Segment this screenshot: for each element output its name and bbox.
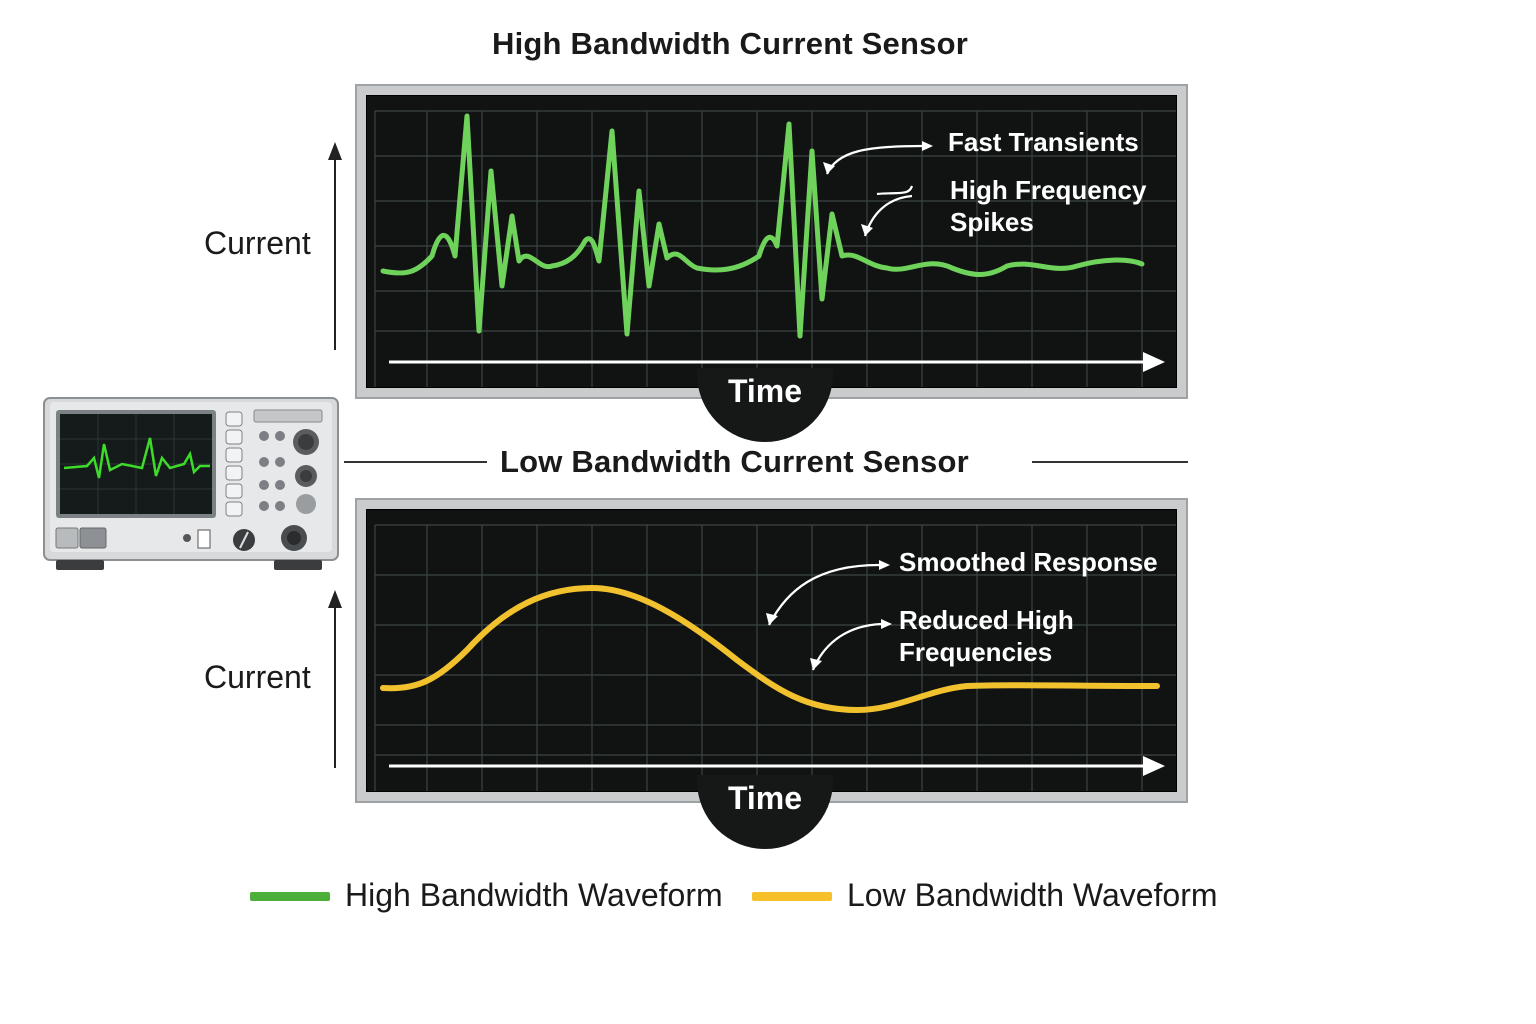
bottom-x-axis-label: Time bbox=[697, 775, 833, 849]
annotation-frequencies: Frequencies bbox=[899, 637, 1053, 667]
legend-swatch-low-bandwidth bbox=[752, 892, 832, 901]
bottom-y-axis-arrow bbox=[328, 590, 342, 768]
oscilloscope-icon bbox=[42, 396, 342, 574]
bottom-panel-title: Low Bandwidth Current Sensor bbox=[500, 444, 969, 479]
legend-label-low-bandwidth: Low Bandwidth Waveform bbox=[847, 877, 1218, 913]
low-bandwidth-waveform bbox=[380, 584, 1160, 714]
bottom-scope-panel bbox=[355, 498, 1188, 803]
bottom-waveform-plot bbox=[374, 524, 1176, 791]
top-x-axis-label: Time bbox=[697, 368, 833, 442]
top-y-axis-label: Current bbox=[204, 225, 311, 261]
annotation-high-frequency: High Frequency bbox=[950, 175, 1147, 205]
high-bandwidth-waveform bbox=[380, 113, 1145, 339]
annotation-smoothed-response: Smoothed Response bbox=[899, 547, 1158, 577]
annotation-fast-transients: Fast Transients bbox=[948, 127, 1139, 157]
bottom-scope-screen bbox=[366, 509, 1177, 792]
top-panel-title: High Bandwidth Current Sensor bbox=[492, 26, 968, 61]
divider-left bbox=[344, 461, 487, 463]
top-scope-screen bbox=[366, 95, 1177, 388]
annotation-spikes: Spikes bbox=[950, 207, 1034, 237]
top-waveform-plot bbox=[374, 110, 1176, 387]
bottom-y-axis-label: Current bbox=[204, 659, 311, 695]
top-y-axis-arrow bbox=[328, 142, 342, 350]
divider-right bbox=[1032, 461, 1188, 463]
mini-scope-trace bbox=[63, 437, 210, 479]
top-scope-panel bbox=[355, 84, 1188, 399]
legend-swatch-high-bandwidth bbox=[250, 892, 330, 901]
legend-label-high-bandwidth: High Bandwidth Waveform bbox=[345, 877, 723, 913]
annotation-reduced-high: Reduced High bbox=[899, 605, 1074, 635]
